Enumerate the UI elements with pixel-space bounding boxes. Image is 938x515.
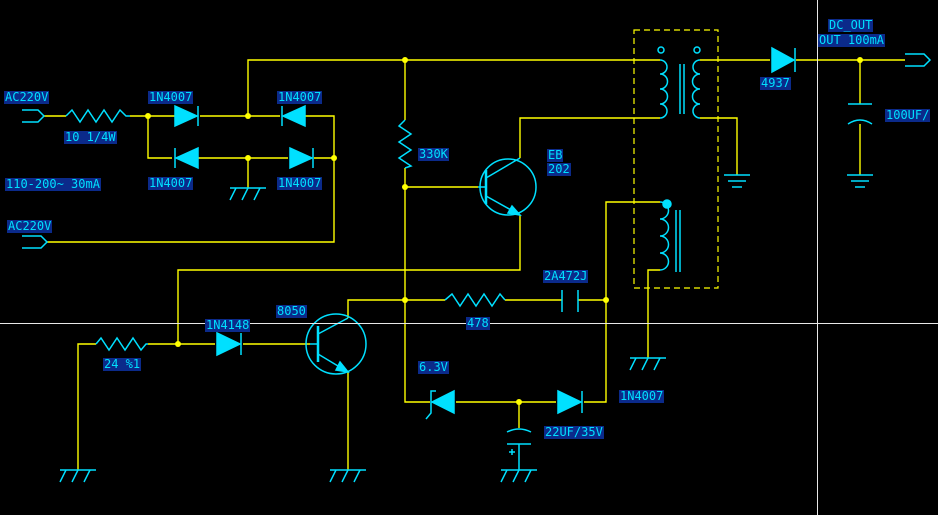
wire-330k-bottom bbox=[404, 168, 430, 403]
label-d1: 1N4007 bbox=[148, 90, 194, 104]
transistor-8050 bbox=[305, 313, 367, 375]
label-d-1n4007-aux: 1N4007 bbox=[619, 389, 665, 403]
label-r-478: 478 bbox=[466, 316, 490, 330]
diode-d2 bbox=[281, 104, 306, 128]
label-d-1n4148: 1N4148 bbox=[205, 318, 251, 332]
ground-c22-icon bbox=[500, 469, 537, 483]
wire-eb-emitter bbox=[177, 215, 521, 344]
transformer-secondary bbox=[691, 46, 701, 119]
ground-bridge-icon bbox=[229, 187, 266, 201]
transformer-feedback bbox=[659, 199, 681, 272]
junctions bbox=[145, 57, 863, 405]
ground-r24-icon bbox=[59, 469, 96, 483]
label-c-2a472j: 2A472J bbox=[543, 269, 589, 283]
label-q-8050: 8050 bbox=[276, 304, 307, 318]
label-q-eb: EB bbox=[547, 148, 564, 162]
resistor-input bbox=[65, 108, 130, 124]
junction-dot bbox=[857, 57, 863, 63]
capacitor-22uf bbox=[506, 428, 532, 470]
diode-d1 bbox=[174, 104, 199, 128]
label-d2: 1N4007 bbox=[277, 90, 323, 104]
label-d-4937: 4937 bbox=[760, 76, 791, 90]
label-dc-out: DC_OUT bbox=[828, 18, 874, 32]
diode-4937 bbox=[771, 46, 796, 74]
dc-out-connector bbox=[905, 53, 932, 67]
ac-input-connector-1 bbox=[22, 109, 46, 123]
label-zener: 6.3V bbox=[418, 360, 449, 374]
resistor-330k bbox=[397, 119, 413, 169]
label-d3: 1N4007 bbox=[148, 176, 194, 190]
diode-d3 bbox=[174, 146, 199, 170]
junction-dot bbox=[145, 113, 151, 119]
wire-c2a-right bbox=[578, 299, 607, 403]
diode-d4 bbox=[289, 146, 314, 170]
junction-dot bbox=[603, 297, 609, 303]
diode-1n4007-aux bbox=[557, 389, 583, 415]
diode-1n4148 bbox=[216, 331, 242, 357]
wire-feedback-top bbox=[605, 201, 660, 300]
junction-dot bbox=[402, 184, 408, 190]
label-r-24: 24 %1 bbox=[103, 357, 142, 371]
ground-secondary-icon bbox=[724, 174, 750, 188]
junction-dot bbox=[175, 341, 181, 347]
transformer-primary bbox=[657, 46, 685, 119]
junction-dot bbox=[402, 57, 408, 63]
label-dc-out-rating: OUT 100mA bbox=[818, 33, 886, 47]
label-input-range: 110-200~ 30mA bbox=[5, 177, 101, 191]
label-d4: 1N4007 bbox=[277, 176, 323, 190]
ground-output-icon bbox=[847, 174, 873, 188]
label-r-input: 10 1/4W bbox=[64, 130, 117, 144]
wire-8050-collector bbox=[347, 299, 445, 318]
ground-feedback-icon bbox=[629, 357, 666, 371]
label-r-330k: 330K bbox=[418, 147, 449, 161]
label-ac-in-1: AC220V bbox=[4, 90, 50, 104]
junction-dot bbox=[245, 113, 251, 119]
transformer-isolation-border bbox=[633, 29, 719, 289]
wire-bridge-top-right bbox=[47, 115, 335, 243]
components bbox=[22, 46, 932, 483]
resistor-24 bbox=[95, 336, 148, 352]
junction-dot bbox=[402, 297, 408, 303]
wire-r24-left bbox=[77, 343, 96, 470]
label-c-22uf: 22UF/35V bbox=[544, 425, 604, 439]
ac-input-connector-2 bbox=[22, 235, 49, 249]
label-q-eb-num: 202 bbox=[547, 162, 571, 176]
junction-dot bbox=[516, 399, 522, 405]
wire-bridge-left-vertical bbox=[147, 116, 172, 159]
crosshair-vertical bbox=[817, 0, 818, 515]
capacitor-100uf bbox=[847, 103, 873, 125]
label-c-100uf: 100UF/ bbox=[885, 108, 931, 122]
ground-8050-icon bbox=[329, 469, 366, 483]
wire-eb-collector bbox=[519, 117, 660, 158]
resistor-478 bbox=[444, 292, 506, 308]
wire-dc-bus bbox=[247, 59, 660, 116]
transistor-eb202 bbox=[478, 157, 537, 217]
wire-secondary-bottom bbox=[700, 117, 738, 175]
wire-feedback-bottom bbox=[647, 269, 660, 358]
junction-dot bbox=[245, 155, 251, 161]
junction-dot bbox=[331, 155, 337, 161]
label-ac-in-2: AC220V bbox=[7, 219, 53, 233]
zener-6v3 bbox=[425, 389, 455, 420]
capacitor-2a472j bbox=[561, 290, 579, 312]
wires bbox=[44, 59, 905, 470]
